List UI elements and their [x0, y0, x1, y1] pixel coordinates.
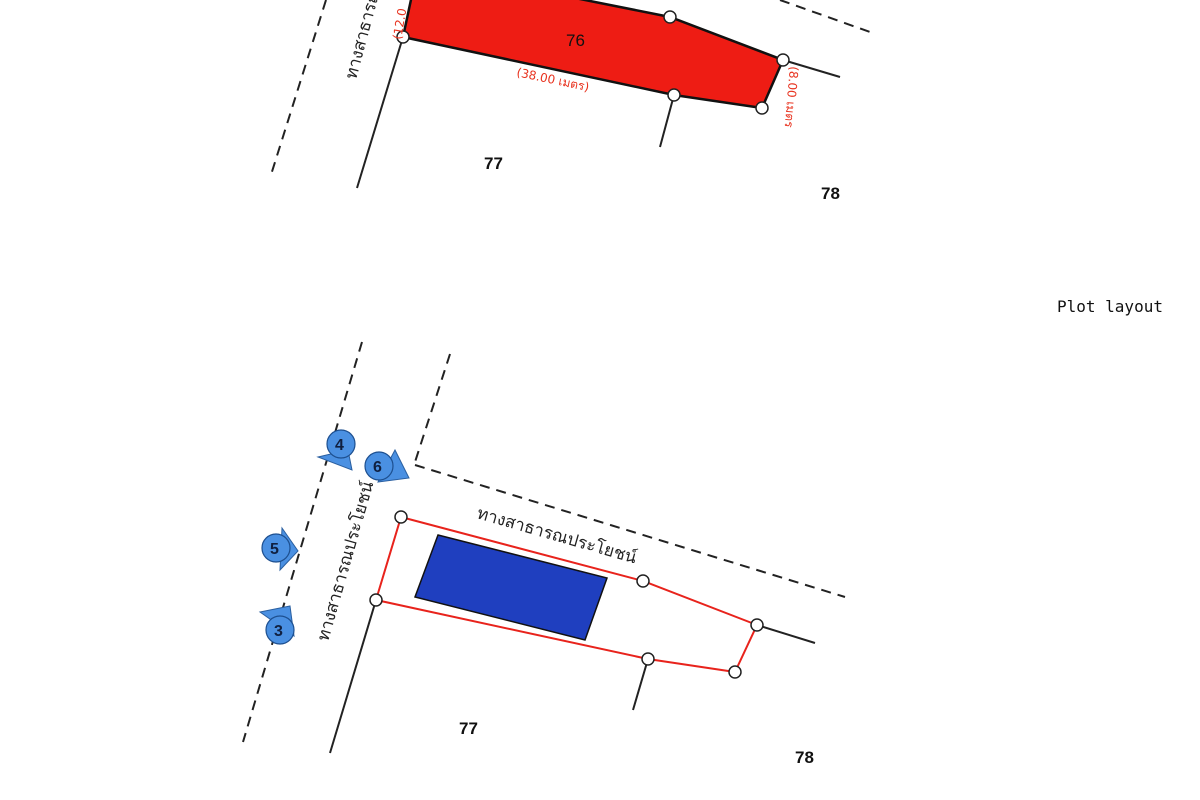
- building-footprint: [414, 534, 608, 641]
- survey-markers: [396, 10, 790, 115]
- boundary-line: [782, 59, 841, 78]
- boundary-line: [329, 599, 377, 754]
- plot-77-label: 77: [459, 719, 478, 738]
- plot-78-label: 78: [821, 184, 840, 203]
- svg-text:4: 4: [335, 437, 344, 454]
- boundary-line: [659, 94, 675, 148]
- boundary-line: [756, 624, 816, 644]
- boundary-line: [632, 658, 649, 711]
- road-edge-dashed: [242, 341, 363, 743]
- plot-76-label: 76: [566, 31, 585, 50]
- plot-77-label: 77: [484, 154, 503, 173]
- photo-marker-4: 4: [316, 429, 356, 471]
- road-edge-dashed: [269, 0, 327, 179]
- svg-text:3: 3: [274, 623, 283, 640]
- boundary-line: [356, 36, 404, 189]
- top-map: 76 77 78 (38.00 เมตร) (8.00 เมตร (12.0 ท…: [269, 0, 871, 203]
- road-label: ทางสาธารณ: [342, 0, 386, 81]
- plot-layout-caption: Plot layout: [1057, 297, 1163, 316]
- photo-marker-5: 5: [261, 526, 299, 572]
- photo-marker-6: 6: [364, 448, 410, 483]
- road-edge-dashed: [414, 353, 451, 463]
- plot-78-label: 78: [795, 748, 814, 767]
- svg-text:5: 5: [270, 541, 279, 558]
- photo-marker-3: 3: [258, 605, 295, 645]
- dimension-right: (8.00 เมตร: [782, 66, 801, 129]
- road-edge-dashed: [414, 464, 846, 598]
- svg-text:6: 6: [373, 459, 382, 476]
- road-edge-dashed: [779, 0, 871, 33]
- plot-76-shape: [401, 0, 785, 110]
- road-label-left: ทางสาธารณประโยชน์: [313, 479, 379, 644]
- dimension-left: (12.0: [390, 7, 409, 40]
- bottom-map: ทางสาธารณประโยชน์ ทางสาธารณประโยชน์ 77 7…: [242, 341, 846, 767]
- survey-markers: [369, 510, 764, 679]
